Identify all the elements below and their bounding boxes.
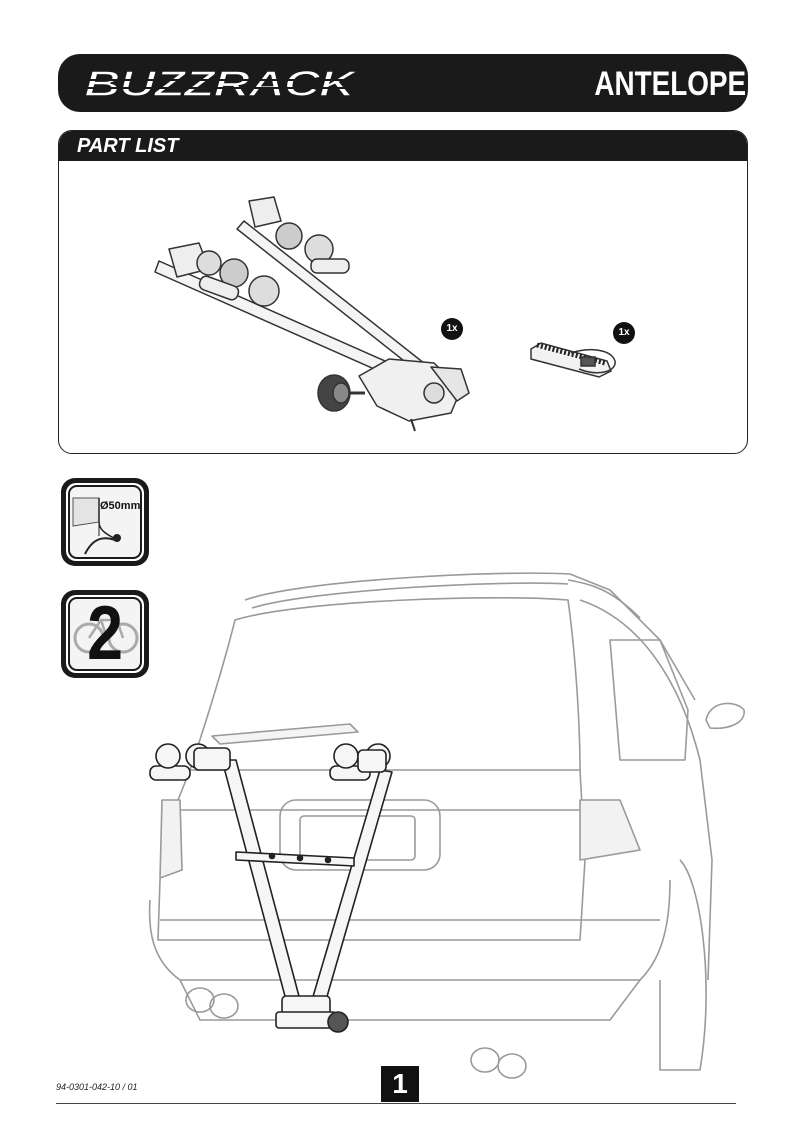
footer-divider: [56, 1103, 736, 1104]
bicycle-icon: [61, 590, 149, 678]
part-drawing: [154, 196, 616, 432]
brand-text: BUZZRACK: [84, 66, 360, 102]
bike-carrier-icon: [154, 196, 470, 432]
quantity-badge-carrier: 1x: [441, 318, 463, 340]
page-number: 1: [392, 1068, 408, 1099]
bike-capacity-number: 2: [87, 591, 124, 676]
car-with-rack-illustration: [148, 572, 745, 1079]
page-number-box: 1: [381, 1066, 419, 1102]
model-name: ANTELOPE: [594, 65, 746, 103]
bike-rack: [149, 743, 393, 1033]
part-list-header: PART LIST: [59, 131, 747, 161]
brand-logo: BUZZRACK: [78, 66, 360, 102]
part-list-title: PART LIST: [77, 135, 179, 157]
header-bar: [58, 54, 748, 112]
quantity-badge-strap: 1x: [613, 322, 635, 344]
document-code: 94-0301-042-10 / 01: [56, 1082, 138, 1092]
strap-icon: [530, 342, 616, 378]
part-list-panel: PART LIST: [58, 130, 748, 454]
bike-capacity-tile: [59, 588, 151, 680]
tow-ball-spec-tile: [59, 476, 151, 568]
ball-diameter-label: Ø50mm: [100, 500, 141, 512]
tow-ball-icon: [61, 478, 149, 566]
